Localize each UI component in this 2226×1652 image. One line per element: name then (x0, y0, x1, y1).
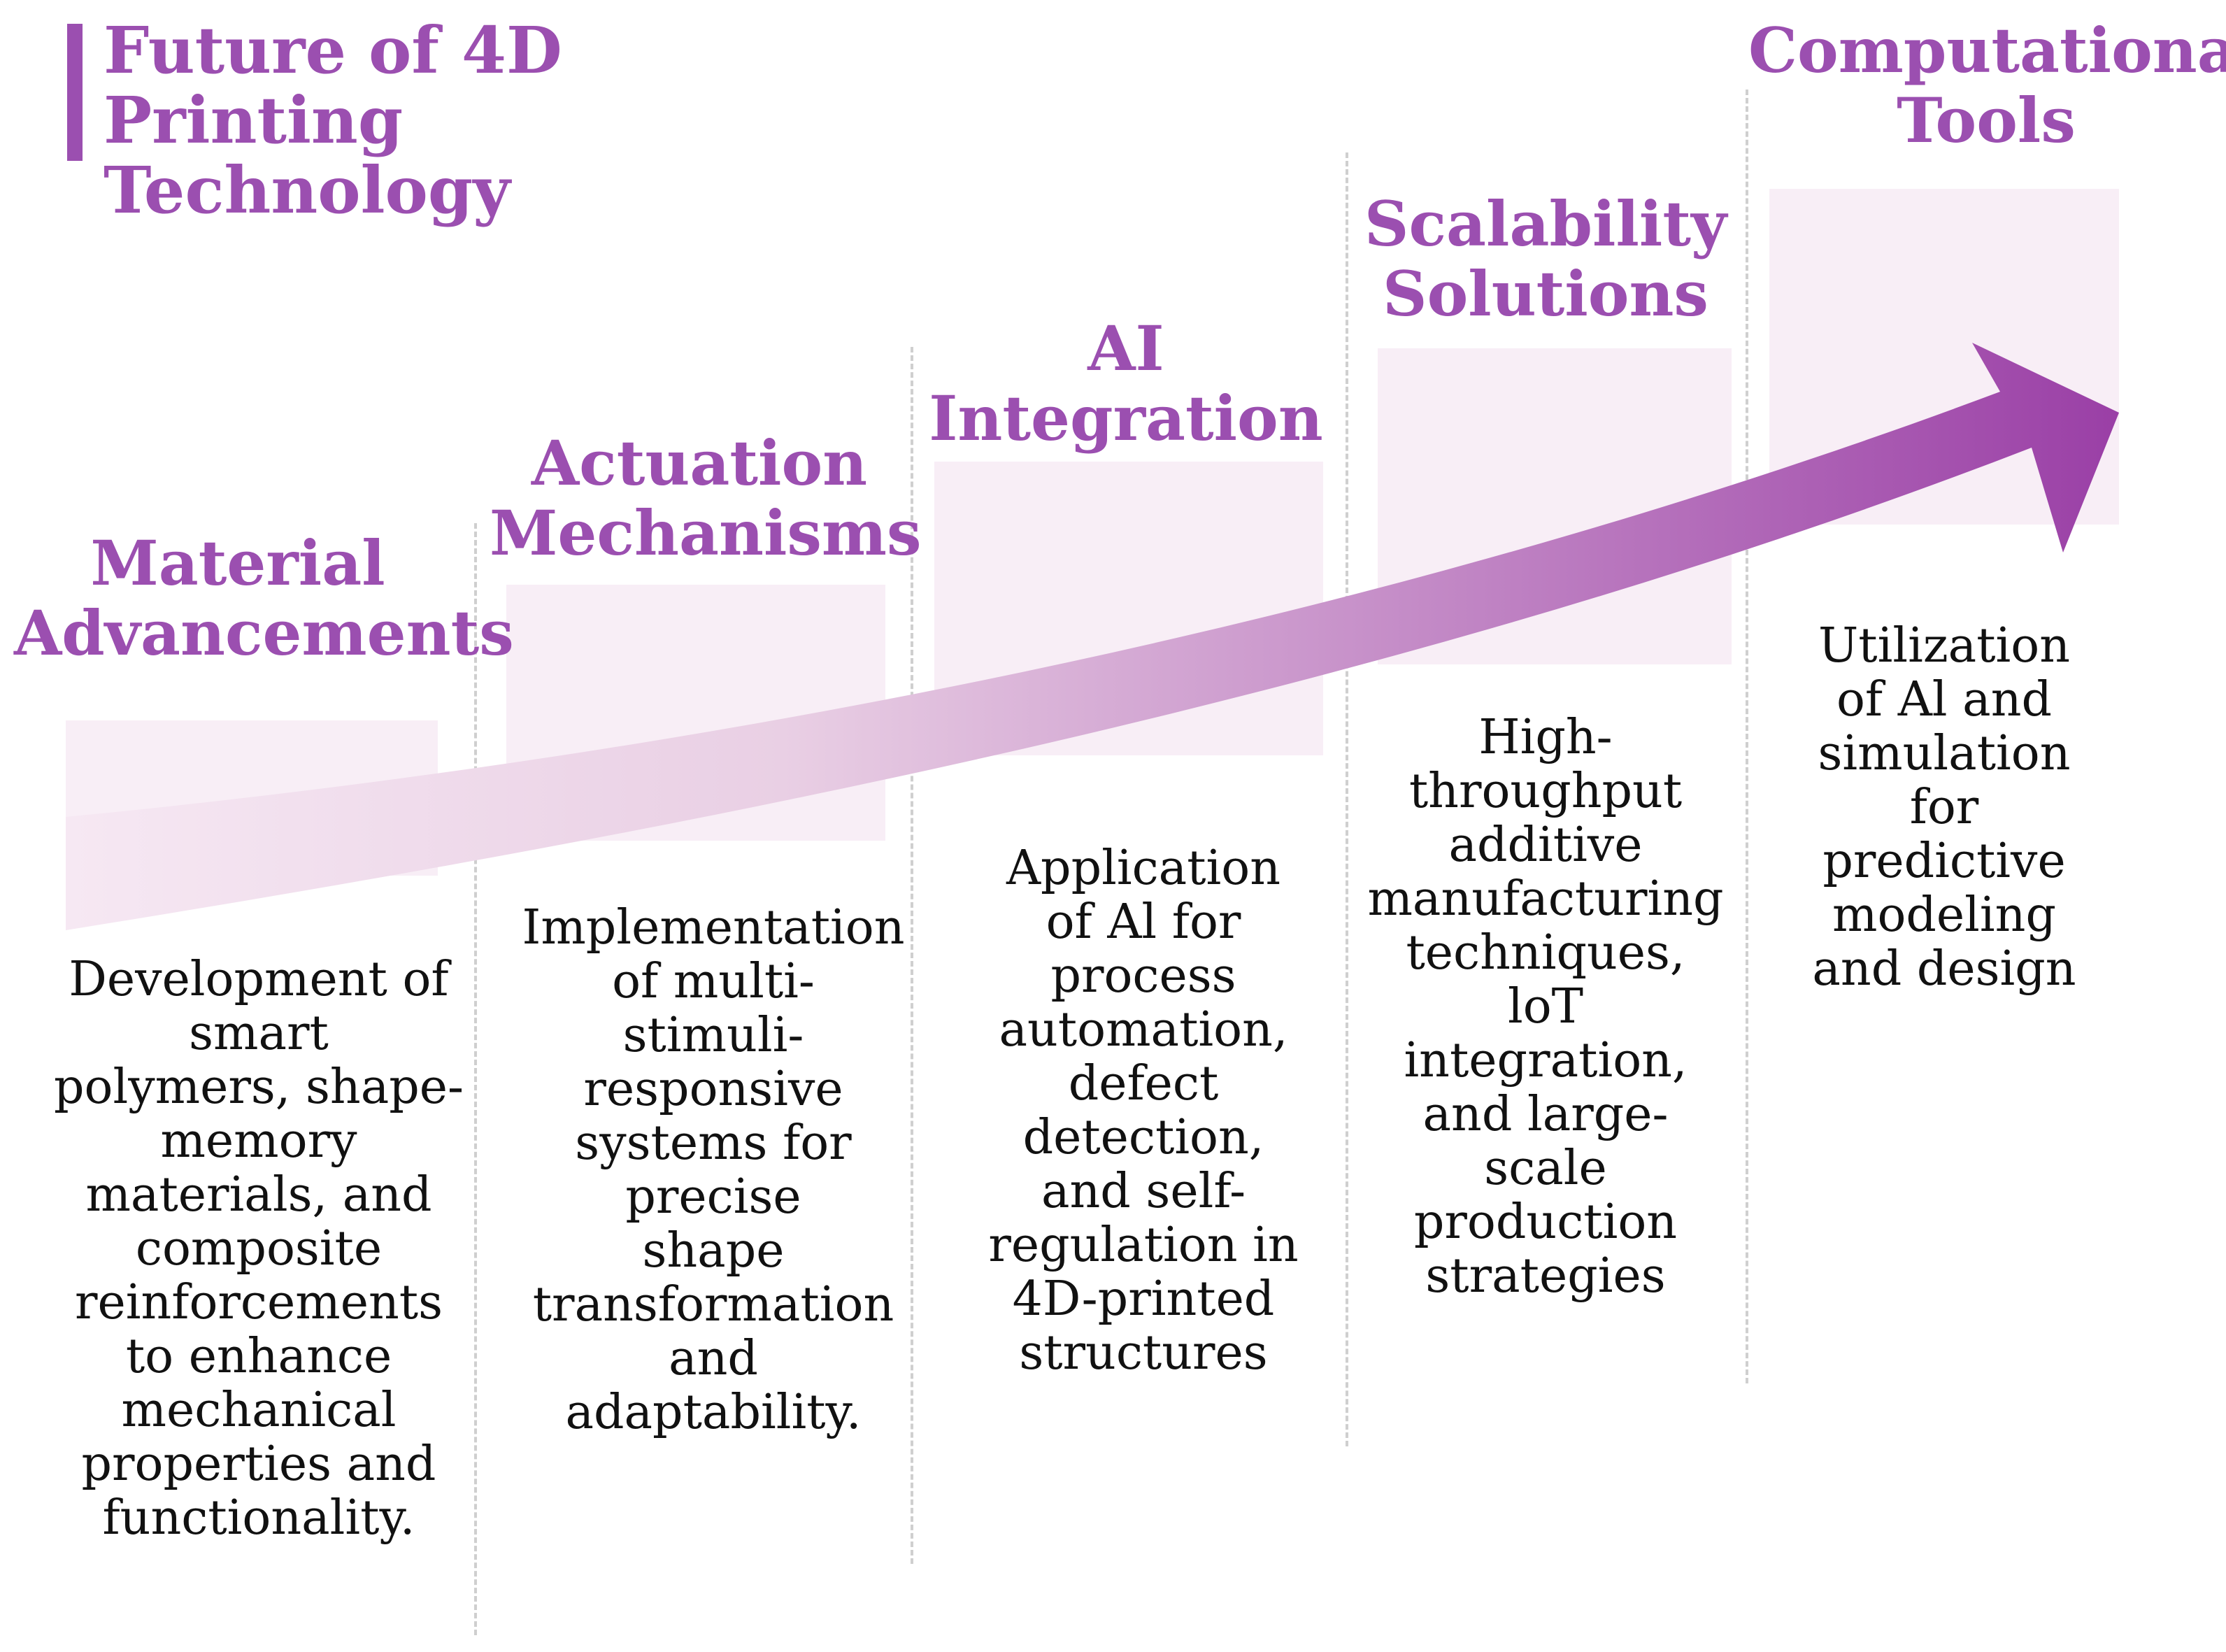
column-description-scalability: High- throughput additive manufacturing … (1367, 710, 1724, 1304)
column-title-computational: Computational Tools (1748, 14, 2226, 157)
column-description-computational: Utilization of Al and simulation for pre… (1812, 618, 2076, 997)
column-title-scalability: Scalability Solutions (1364, 187, 1727, 330)
title-accent-bar (67, 24, 83, 161)
column-title-actuation: Actuation Mechanisms (490, 427, 922, 569)
column-divider-4 (1746, 90, 1748, 1383)
column-description-material: Development of smart polymers, shape- me… (54, 952, 464, 1546)
column-divider-1 (474, 523, 477, 1635)
column-divider-2 (911, 347, 913, 1564)
column-description-actuation: Implementation of multi- stimuli- respon… (522, 900, 905, 1440)
column-description-ai: Application of Al for process automation… (988, 841, 1299, 1381)
column-title-material: Material Advancements (14, 527, 514, 669)
column-title-ai: AI Integration (929, 312, 1323, 455)
growth-arrow-shape (66, 343, 2119, 930)
column-divider-3 (1346, 152, 1348, 1446)
diagram-title: Future of 4D Printing Technology (104, 13, 562, 228)
